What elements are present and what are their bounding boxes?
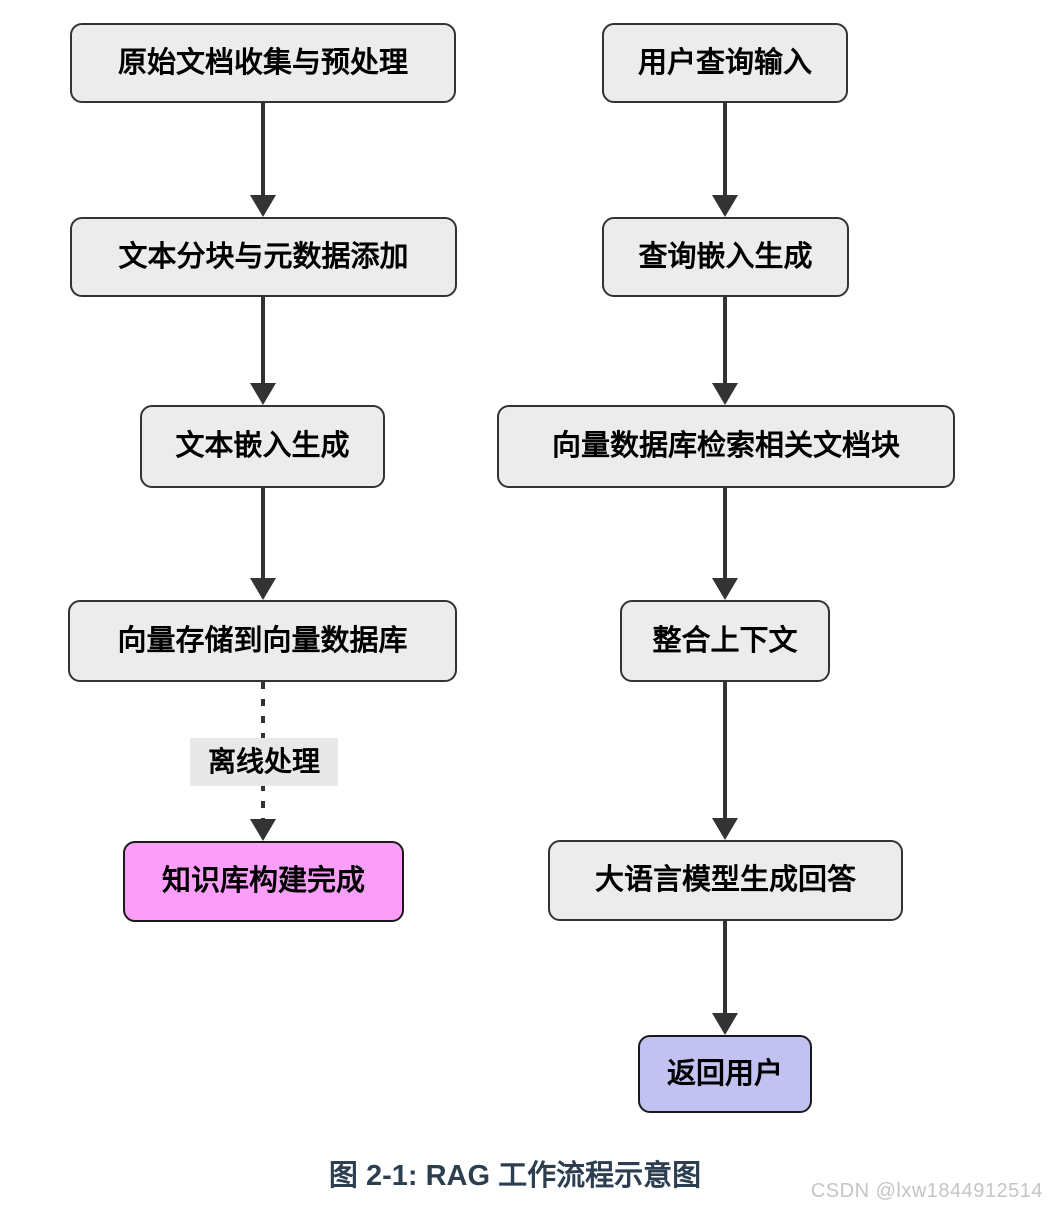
figure-caption: 图 2-1: RAG 工作流程示意图 [328,1160,702,1192]
node-text-embedding: 文本嵌入生成 [140,405,385,488]
arrow-line [723,488,727,578]
arrow-down-icon [712,1013,738,1035]
arrow-down-icon [712,195,738,217]
arrow-down-icon [712,578,738,600]
node-vector-storage: 向量存储到向量数据库 [68,600,457,682]
arrow-down-icon [250,578,276,600]
arrow-down-icon [712,818,738,840]
arrow-down-icon [250,195,276,217]
node-llm-answer: 大语言模型生成回答 [548,840,903,921]
arrow-down-icon [712,383,738,405]
node-user-query: 用户查询输入 [602,23,848,103]
arrow-line [723,682,727,818]
node-vector-retrieval: 向量数据库检索相关文档块 [497,405,955,488]
arrow-line [723,921,727,1013]
node-text-chunking: 文本分块与元数据添加 [70,217,457,297]
arrow-line [261,488,265,578]
node-knowledge-base-complete: 知识库构建完成 [123,841,404,922]
node-context-integration: 整合上下文 [620,600,830,682]
node-return-user: 返回用户 [638,1035,812,1113]
arrow-line [261,103,265,195]
arrow-line [723,103,727,195]
node-query-embedding: 查询嵌入生成 [602,217,849,297]
csdn-watermark: CSDN @lxw1844912514 [810,1180,1043,1202]
arrow-line [723,297,727,383]
arrow-line [261,297,265,383]
arrow-down-icon [250,819,276,841]
edge-label-offline-processing: 离线处理 [190,738,338,786]
arrow-down-icon [250,383,276,405]
node-doc-collection: 原始文档收集与预处理 [70,23,456,103]
